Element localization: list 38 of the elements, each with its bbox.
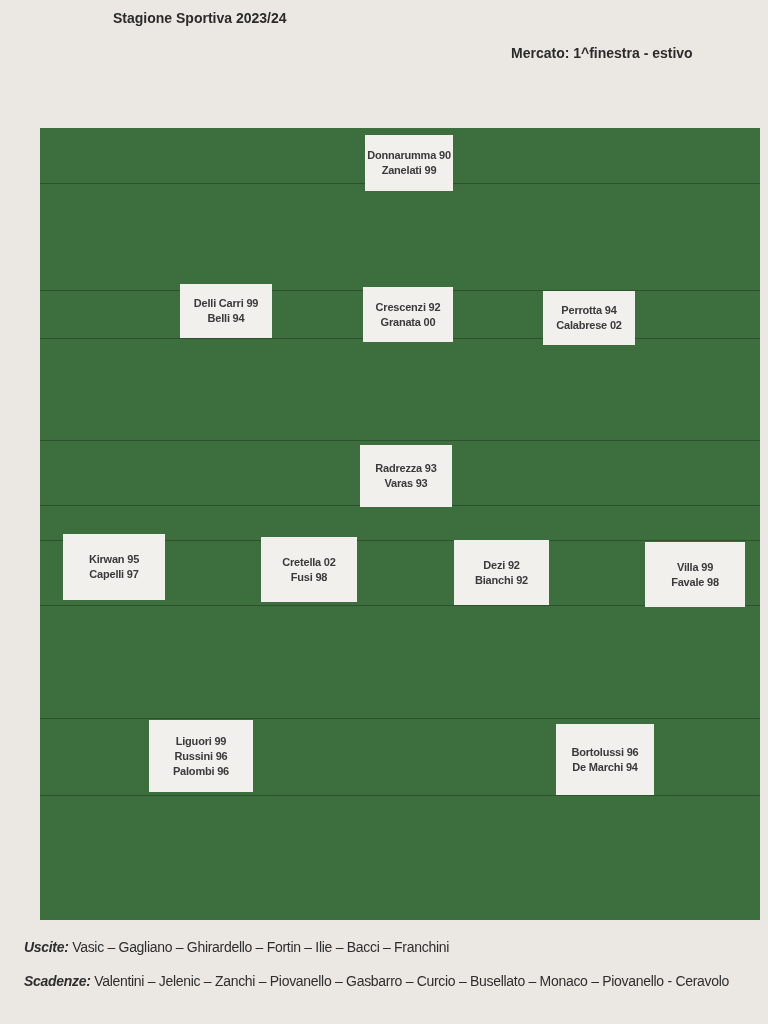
player-card (363, 287, 453, 342)
player-card (454, 540, 549, 605)
player-name: Dezi 92 (483, 557, 520, 573)
player-name: Zanelati 99 (381, 163, 437, 178)
player-name: Palombi 96 (172, 763, 230, 779)
player-name: Villa 99 (676, 559, 714, 575)
player-name: Donnarumma 90 (367, 148, 451, 163)
header-text: Stagione Sportiva 2023/24 (113, 10, 287, 26)
player-card (63, 534, 165, 600)
header-text: Mercato: 1^finestra - estivo (511, 45, 693, 61)
player-name: Favale 98 (671, 574, 719, 590)
player-card (645, 542, 745, 607)
player-name: Bortolussi 96 (571, 744, 639, 760)
player-name: Liguori 99 (175, 733, 227, 749)
player-card (261, 537, 357, 602)
player-name: Bianchi 92 (475, 572, 528, 588)
player-card (360, 445, 452, 507)
player-card (543, 291, 635, 345)
player-card (180, 284, 272, 338)
player-card (365, 135, 453, 191)
player-name: Calabrese 02 (556, 318, 622, 333)
player-list-text: Uscite: Vasic – Gagliano – Ghirardello – Fortin – Ilie – Bacci – Franchini (24, 939, 449, 957)
player-name: Capelli 97 (89, 567, 139, 582)
player-card (556, 724, 654, 795)
player-card (149, 720, 253, 792)
player-name: Perrotta 94 (561, 303, 617, 318)
player-name: Russini 96 (174, 748, 228, 764)
player-name: Belli 94 (207, 311, 245, 326)
player-name: Varas 93 (384, 476, 428, 491)
player-name: Fusi 98 (290, 569, 328, 585)
player-name: Kirwan 95 (88, 552, 140, 567)
player-list-text: Scadenze: Valentini – Jelenic – Zanchi – Piovanello – Gasbarro – Curcio – Busellato – Monaco – Piovanello - Ceravolo (24, 973, 730, 991)
player-name: Radrezza 93 (375, 461, 437, 476)
player-name: Delli Carri 99 (193, 296, 259, 311)
player-name: Crescenzi 92 (375, 299, 441, 315)
player-name: Cretella 02 (282, 554, 336, 570)
player-name: De Marchi 94 (572, 759, 638, 775)
player-name: Granata 00 (380, 314, 436, 330)
